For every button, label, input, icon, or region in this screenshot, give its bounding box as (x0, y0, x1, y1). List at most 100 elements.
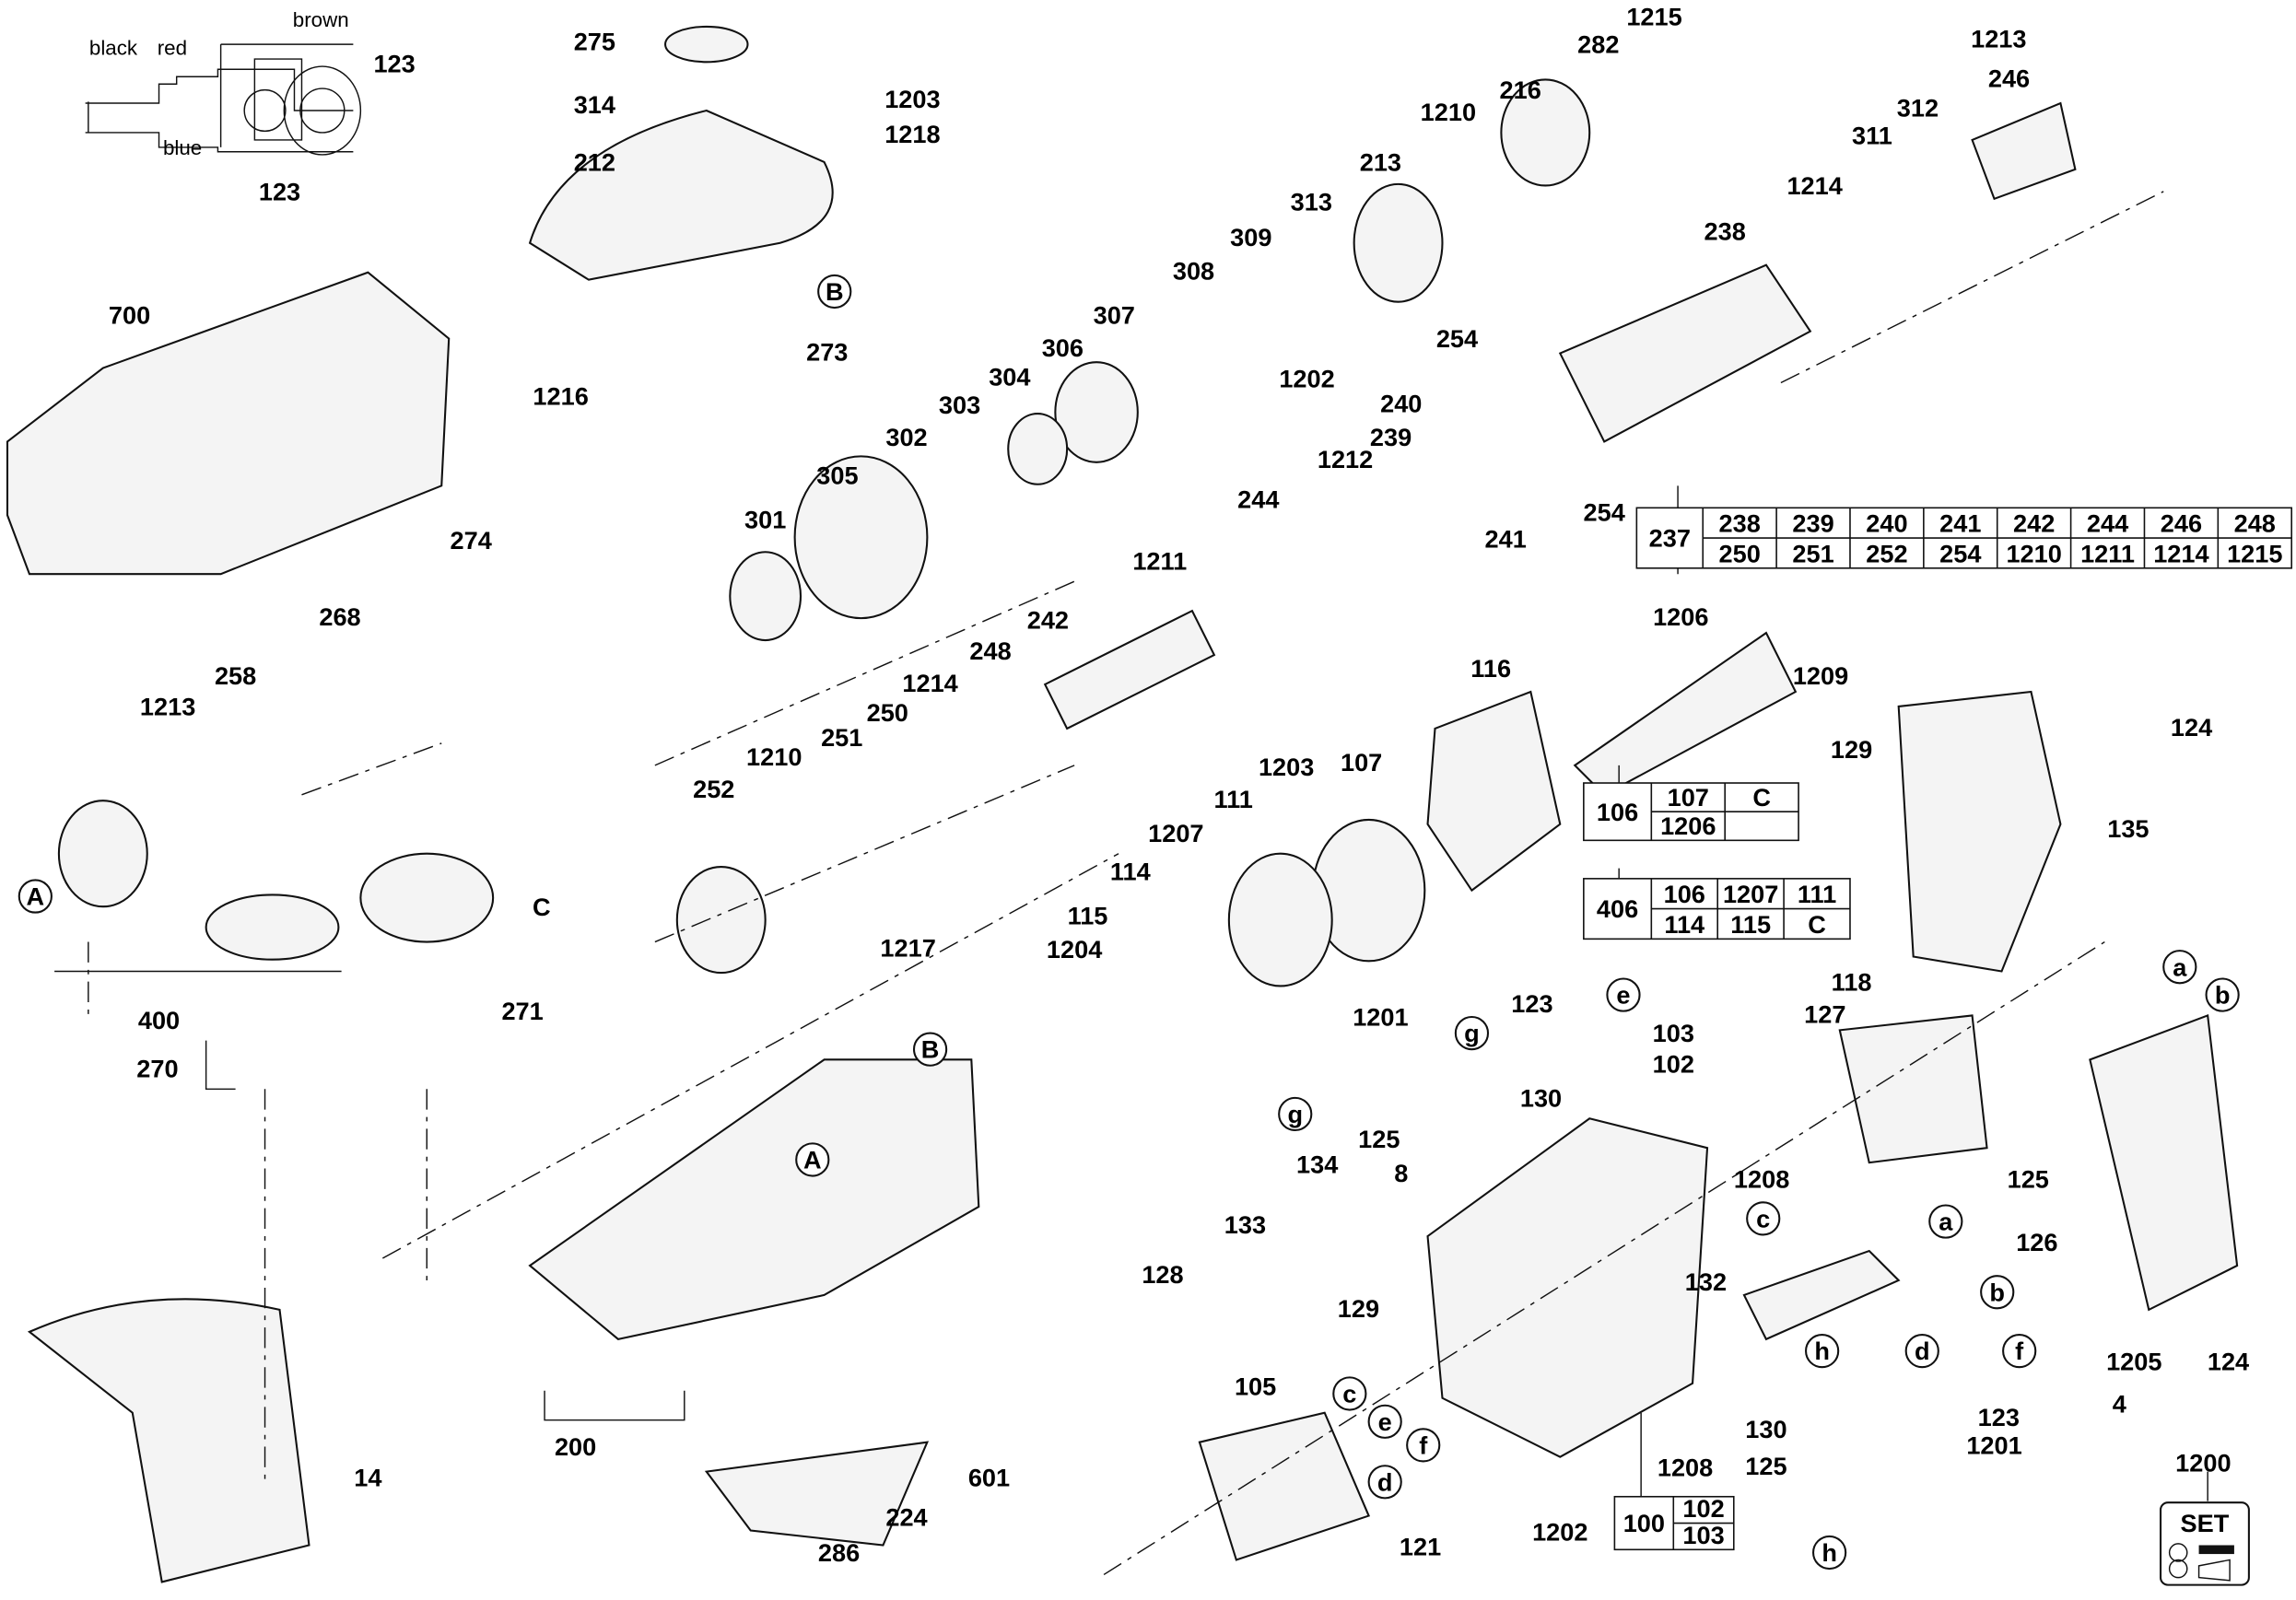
part-callout: C (533, 893, 551, 921)
kit-part-number: 244 (2087, 509, 2128, 538)
part-callout: 271 (501, 997, 543, 1025)
marker-letter: b (2215, 981, 2231, 1010)
marker-letter: e (1616, 981, 1630, 1010)
part-callout: 238 (1704, 217, 1746, 246)
set-badge: SET (2159, 1501, 2250, 1586)
kit-part-number: 1211 (2080, 539, 2135, 567)
part-callout: 246 (1988, 64, 2030, 92)
marker-letter: a (2173, 952, 2187, 981)
marker-circle (912, 1032, 948, 1067)
kit-main-number: 106 (1597, 798, 1638, 826)
reference-marker: h (1805, 1334, 1840, 1369)
reference-marker: d (1367, 1465, 1402, 1500)
handle-124b (2089, 1013, 2239, 1312)
part-callout: 1212 (1318, 445, 1373, 473)
kit-part-number: 115 (1730, 910, 1771, 939)
marker-letter: f (1419, 1431, 1428, 1459)
part-callout: 1206 (1653, 602, 1708, 631)
part-callout: 240 (1380, 389, 1422, 417)
kit-part-number: 254 (1939, 539, 1981, 567)
reference-marker: b (2205, 977, 2240, 1012)
barrel-238 (1558, 263, 1812, 443)
part-callout: 700 (109, 301, 150, 330)
part-callout: 1210 (746, 742, 802, 771)
part-callout: 1213 (1971, 24, 2026, 53)
part-callout: 306 (1042, 333, 1084, 362)
part-callout: 1208 (1658, 1453, 1713, 1481)
marker-letter: A (27, 882, 45, 911)
kit-part-number: C (1752, 783, 1771, 812)
part-callout: 601 (968, 1464, 1010, 1492)
sleeve-305 (793, 455, 929, 620)
part-callout: 1214 (1786, 171, 1842, 200)
kit-main-number: 237 (1649, 524, 1691, 553)
handle-124 (1897, 690, 2062, 973)
part-callout: 4 (2113, 1390, 2126, 1419)
part-callout: 129 (1338, 1294, 1379, 1323)
kit-part-number: C (1808, 910, 1826, 939)
reference-marker: b (1980, 1275, 2015, 1310)
part-callout: 312 (1897, 93, 1939, 122)
reference-marker: f (2002, 1334, 2037, 1369)
marker-circle (2162, 950, 2197, 985)
part-callout: 111 (1214, 785, 1253, 813)
part-callout: 1205 (2106, 1347, 2161, 1375)
kit-part-number: 251 (1792, 539, 1833, 567)
reference-marker: c (1332, 1376, 1367, 1411)
part-callout: 303 (939, 391, 980, 419)
part-callout: 134 (1296, 1150, 1338, 1178)
part-callout: 121 (1400, 1533, 1441, 1561)
part-callout: 1215 (1626, 2, 1681, 30)
knob (664, 25, 749, 64)
reference-marker: g (1278, 1096, 1313, 1132)
marker-letter: A (803, 1146, 822, 1174)
kit-part-number: 248 (2234, 509, 2276, 538)
part-callout: 116 (1470, 654, 1511, 683)
part-callout: 1216 (533, 381, 588, 410)
marker-circle (795, 1142, 830, 1177)
armature (1573, 631, 1798, 797)
part-callout: 115 (1068, 901, 1108, 929)
wire-label-red: red (158, 36, 187, 59)
part-callout: 1208 (1734, 1164, 1789, 1193)
spindle-242 (1043, 609, 1216, 730)
marker-letter: e (1378, 1407, 1392, 1436)
part-callout: 114 (1110, 857, 1151, 885)
part-callout: 129 (1831, 735, 1872, 764)
part-callout: 135 (2107, 814, 2149, 843)
part-callout: 212 (574, 147, 615, 176)
kit-part-number: 107 (1668, 783, 1709, 812)
part-callout: 125 (1358, 1125, 1400, 1153)
marker-letter: B (921, 1035, 940, 1064)
reference-marker: e (1367, 1404, 1402, 1439)
part-callout: 125 (2008, 1164, 2049, 1193)
marker-circle (1454, 1015, 1490, 1051)
part-callout: 273 (806, 338, 848, 367)
cover (528, 109, 834, 281)
marker-circle (1746, 1201, 1781, 1236)
part-callout: 1213 (140, 693, 195, 721)
cover-224 (704, 1441, 930, 1547)
kit-part-number: 114 (1664, 910, 1704, 939)
reference-marker: e (1606, 977, 1641, 1012)
reference-marker: g (1454, 1015, 1490, 1051)
part-callout: 275 (574, 28, 615, 56)
part-callout: 8 (1394, 1159, 1408, 1187)
part-callout: 1214 (902, 669, 957, 697)
part-callout: 313 (1291, 188, 1332, 216)
marker-letter: h (1822, 1538, 1837, 1567)
marker-circle (2205, 977, 2240, 1012)
kit-part-number: 1206 (1660, 812, 1716, 840)
part-callout: 123 (1978, 1403, 2020, 1431)
part-callout: 103 (1653, 1019, 1694, 1047)
kit-part-number: 250 (1719, 539, 1761, 567)
part-callout: 248 (969, 636, 1011, 665)
part-callout: 1210 (1421, 98, 1476, 126)
reference-marker: a (2162, 950, 2197, 985)
field-105 (1198, 1411, 1371, 1561)
kit-part-number: 1210 (2006, 539, 2061, 567)
marker-letter: c (1756, 1204, 1770, 1232)
